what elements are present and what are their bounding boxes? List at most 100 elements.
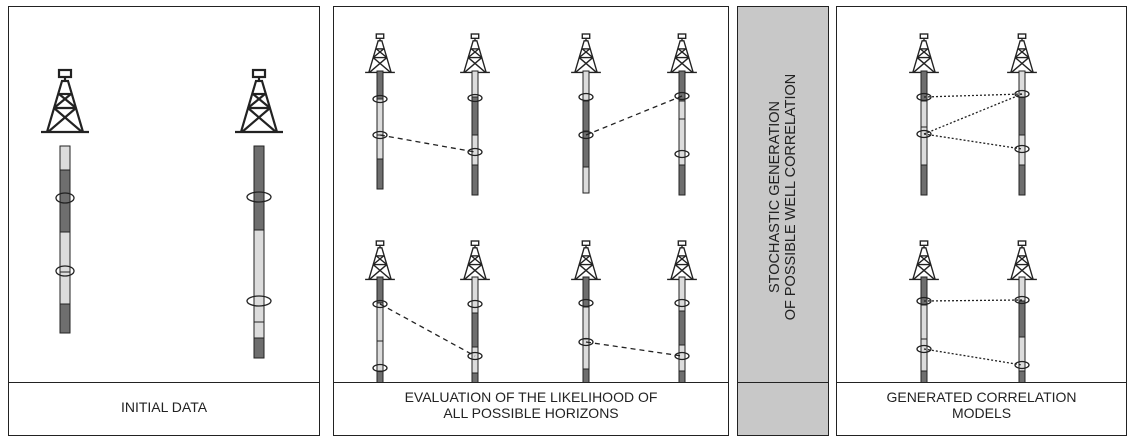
horizon-marker: [674, 298, 690, 308]
well-log: [1014, 70, 1030, 196]
derrick-icon: [909, 240, 939, 281]
horizon-marker: [674, 149, 690, 159]
log-segment-dark: [678, 164, 686, 196]
derrick-icon: [667, 33, 697, 74]
horizon-marker: [916, 296, 932, 306]
horizon-marker: [1014, 360, 1030, 370]
horizon-marker: [674, 91, 690, 101]
log-segment-dark: [253, 145, 265, 231]
horizon-marker: [1014, 144, 1030, 154]
well-log: [1014, 276, 1030, 383]
log-segment-dark: [1018, 300, 1026, 338]
log-segment-dark: [582, 100, 590, 132]
log-segment-light: [1018, 134, 1026, 166]
log-segment-light: [920, 126, 928, 166]
panel-stochastic-generation: STOCHASTIC GENERATION OF POSSIBLE WELL C…: [737, 6, 829, 436]
well-log: [916, 70, 932, 196]
log-segment-light: [582, 306, 590, 340]
log-segment-dark: [471, 96, 479, 136]
well-log: [916, 276, 932, 383]
log-segment-dark: [582, 368, 590, 383]
log-segment-light: [1018, 276, 1026, 302]
log-segment-dark: [471, 312, 479, 348]
log-segment-dark: [471, 164, 479, 196]
correlation-line: [923, 348, 1023, 366]
log-segment-light: [376, 340, 384, 372]
horizon-marker: [578, 130, 594, 140]
horizon-marker: [916, 344, 932, 354]
well-log: [674, 70, 690, 196]
log-segment-light: [920, 304, 928, 340]
caption-evaluation: EVALUATION OF THE LIKELIHOOD OF ALL POSS…: [334, 382, 728, 427]
log-segment-dark: [920, 164, 928, 196]
correlation-line: [923, 299, 1023, 302]
correlation-line: [585, 95, 683, 136]
horizon-marker: [674, 351, 690, 361]
horizon-marker: [467, 147, 483, 157]
log-segment-dark: [376, 158, 384, 190]
log-segment-light: [59, 271, 71, 305]
log-segment-dark: [471, 372, 479, 383]
evaluation-diagram: [365, 33, 697, 383]
well-log: [467, 276, 483, 383]
horizon-marker: [467, 351, 483, 361]
derrick-icon: [571, 240, 601, 281]
log-segment-dark: [678, 310, 686, 346]
well-log: [467, 70, 483, 196]
horizon-marker: [372, 363, 388, 373]
log-segment-light: [678, 100, 686, 120]
correlation-line: [379, 134, 476, 153]
correlation-line: [923, 93, 1023, 135]
log-segment-dark: [376, 70, 384, 100]
stochastic-generation-label: STOCHASTIC GENERATION OF POSSIBLE WELL C…: [767, 73, 799, 321]
derrick-icon: [1007, 33, 1037, 74]
generated-models-diagram: [909, 33, 1037, 383]
derrick-icon: [41, 68, 89, 134]
correlation-line: [923, 133, 1023, 150]
caption-initial-data: INITIAL DATA: [9, 382, 319, 431]
panel-evaluation: EVALUATION OF THE LIKELIHOOD OF ALL POSS…: [333, 6, 729, 436]
correlation-line: [585, 341, 683, 357]
log-segment-light: [376, 302, 384, 342]
log-segment-light: [582, 70, 590, 102]
horizon-marker: [372, 94, 388, 104]
horizon-marker: [246, 191, 272, 203]
derrick-icon: [571, 33, 601, 74]
derrick-icon: [909, 33, 939, 74]
log-segment-light: [59, 145, 71, 171]
horizon-marker: [1014, 295, 1030, 305]
log-segment-light: [471, 134, 479, 166]
log-segment-dark: [920, 370, 928, 383]
well-log: [578, 276, 594, 383]
log-segment-light: [582, 166, 590, 194]
horizon-marker: [578, 298, 594, 308]
log-segment-light: [1018, 70, 1026, 98]
log-segment-light: [471, 70, 479, 98]
horizon-marker: [55, 192, 75, 204]
horizon-marker: [467, 93, 483, 103]
horizon-marker: [578, 92, 594, 102]
log-segment-dark: [59, 169, 71, 233]
derrick-icon: [365, 33, 395, 74]
horizon-marker: [246, 295, 272, 307]
log-segment-light: [1018, 336, 1026, 372]
log-segment-light: [582, 338, 590, 370]
log-segment-light: [253, 321, 265, 339]
derrick-icon: [235, 68, 283, 134]
correlation-line: [379, 303, 476, 357]
caption-generated-models: GENERATED CORRELATION MODELS: [837, 382, 1126, 427]
log-segment-light: [920, 100, 928, 128]
log-segment-dark: [1018, 370, 1026, 383]
well-log: [372, 276, 388, 383]
derrick-icon: [365, 240, 395, 281]
log-segment-dark: [253, 337, 265, 359]
horizon-marker: [1014, 89, 1030, 99]
horizon-marker: [55, 265, 75, 277]
horizon-marker: [916, 92, 932, 102]
well-log: [372, 70, 388, 190]
log-segment-dark: [376, 276, 384, 304]
log-segment-light: [920, 338, 928, 372]
log-segment-dark: [1018, 96, 1026, 136]
stochastic-divider: [738, 382, 828, 383]
log-segment-dark: [582, 276, 590, 308]
